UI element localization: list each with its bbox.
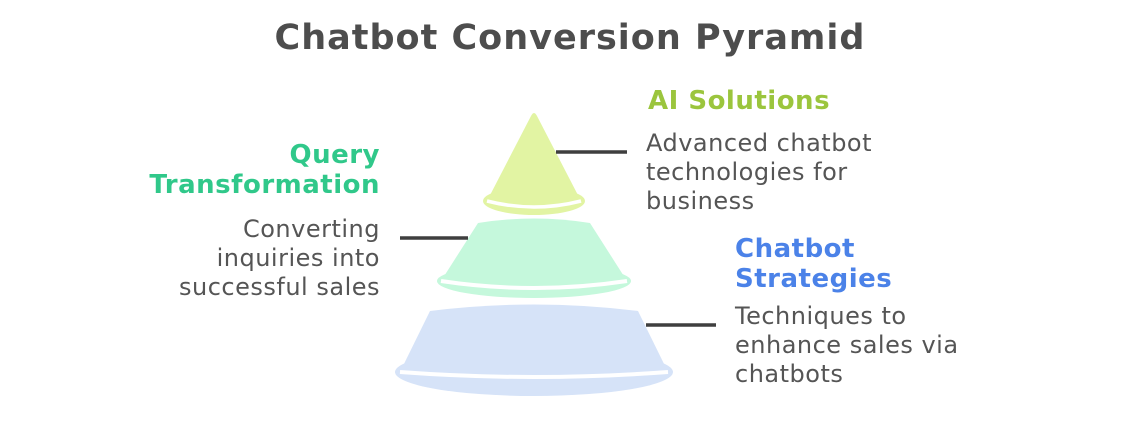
- chatbot-strategies-title: Chatbot Strategies: [735, 234, 892, 294]
- query-transformation-title-line-2: Transformation: [149, 170, 380, 200]
- chatbot-strategies-desc-line-2: enhance sales via: [735, 331, 959, 359]
- tier-top-body: [487, 113, 581, 207]
- tier-bottom-body: [400, 304, 668, 377]
- chatbot-strategies-desc-line-3: chatbots: [735, 360, 844, 388]
- query-transformation-desc-line-2: inquiries into: [216, 244, 380, 272]
- query-transformation-desc-line-3: successful sales: [179, 273, 380, 301]
- chatbot-strategies-title-line-1: Chatbot: [735, 234, 855, 264]
- query-transformation-description: Converting inquiries into successful sal…: [60, 215, 380, 302]
- query-transformation-desc-line-1: Converting: [242, 215, 380, 243]
- chatbot-strategies-desc-line-1: Techniques to: [735, 302, 907, 330]
- query-transformation-title-line-1: Query: [289, 140, 380, 170]
- ai-solutions-desc-line-2: technologies for: [646, 158, 848, 186]
- query-transformation-title: Query Transformation: [60, 140, 380, 200]
- ai-solutions-description: Advanced chatbot technologies for busine…: [646, 129, 946, 216]
- tier-middle-rim-highlight: [440, 279, 628, 290]
- pyramid-tier-middle: [437, 218, 631, 298]
- ai-solutions-desc-line-3: business: [646, 187, 755, 215]
- chatbot-strategies-description: Techniques to enhance sales via chatbots: [735, 302, 1045, 389]
- tier-top-rim-highlight: [486, 199, 582, 209]
- ai-solutions-title: AI Solutions: [648, 86, 831, 116]
- tier-middle-body: [441, 218, 627, 288]
- ai-solutions-desc-line-1: Advanced chatbot: [646, 129, 873, 157]
- tier-bottom-rim-highlight: [399, 370, 669, 379]
- page-title: Chatbot Conversion Pyramid: [274, 18, 866, 58]
- pyramid-tier-bottom: [395, 304, 673, 396]
- pyramid-tier-top: [483, 113, 585, 215]
- chatbot-strategies-title-line-2: Strategies: [735, 264, 893, 294]
